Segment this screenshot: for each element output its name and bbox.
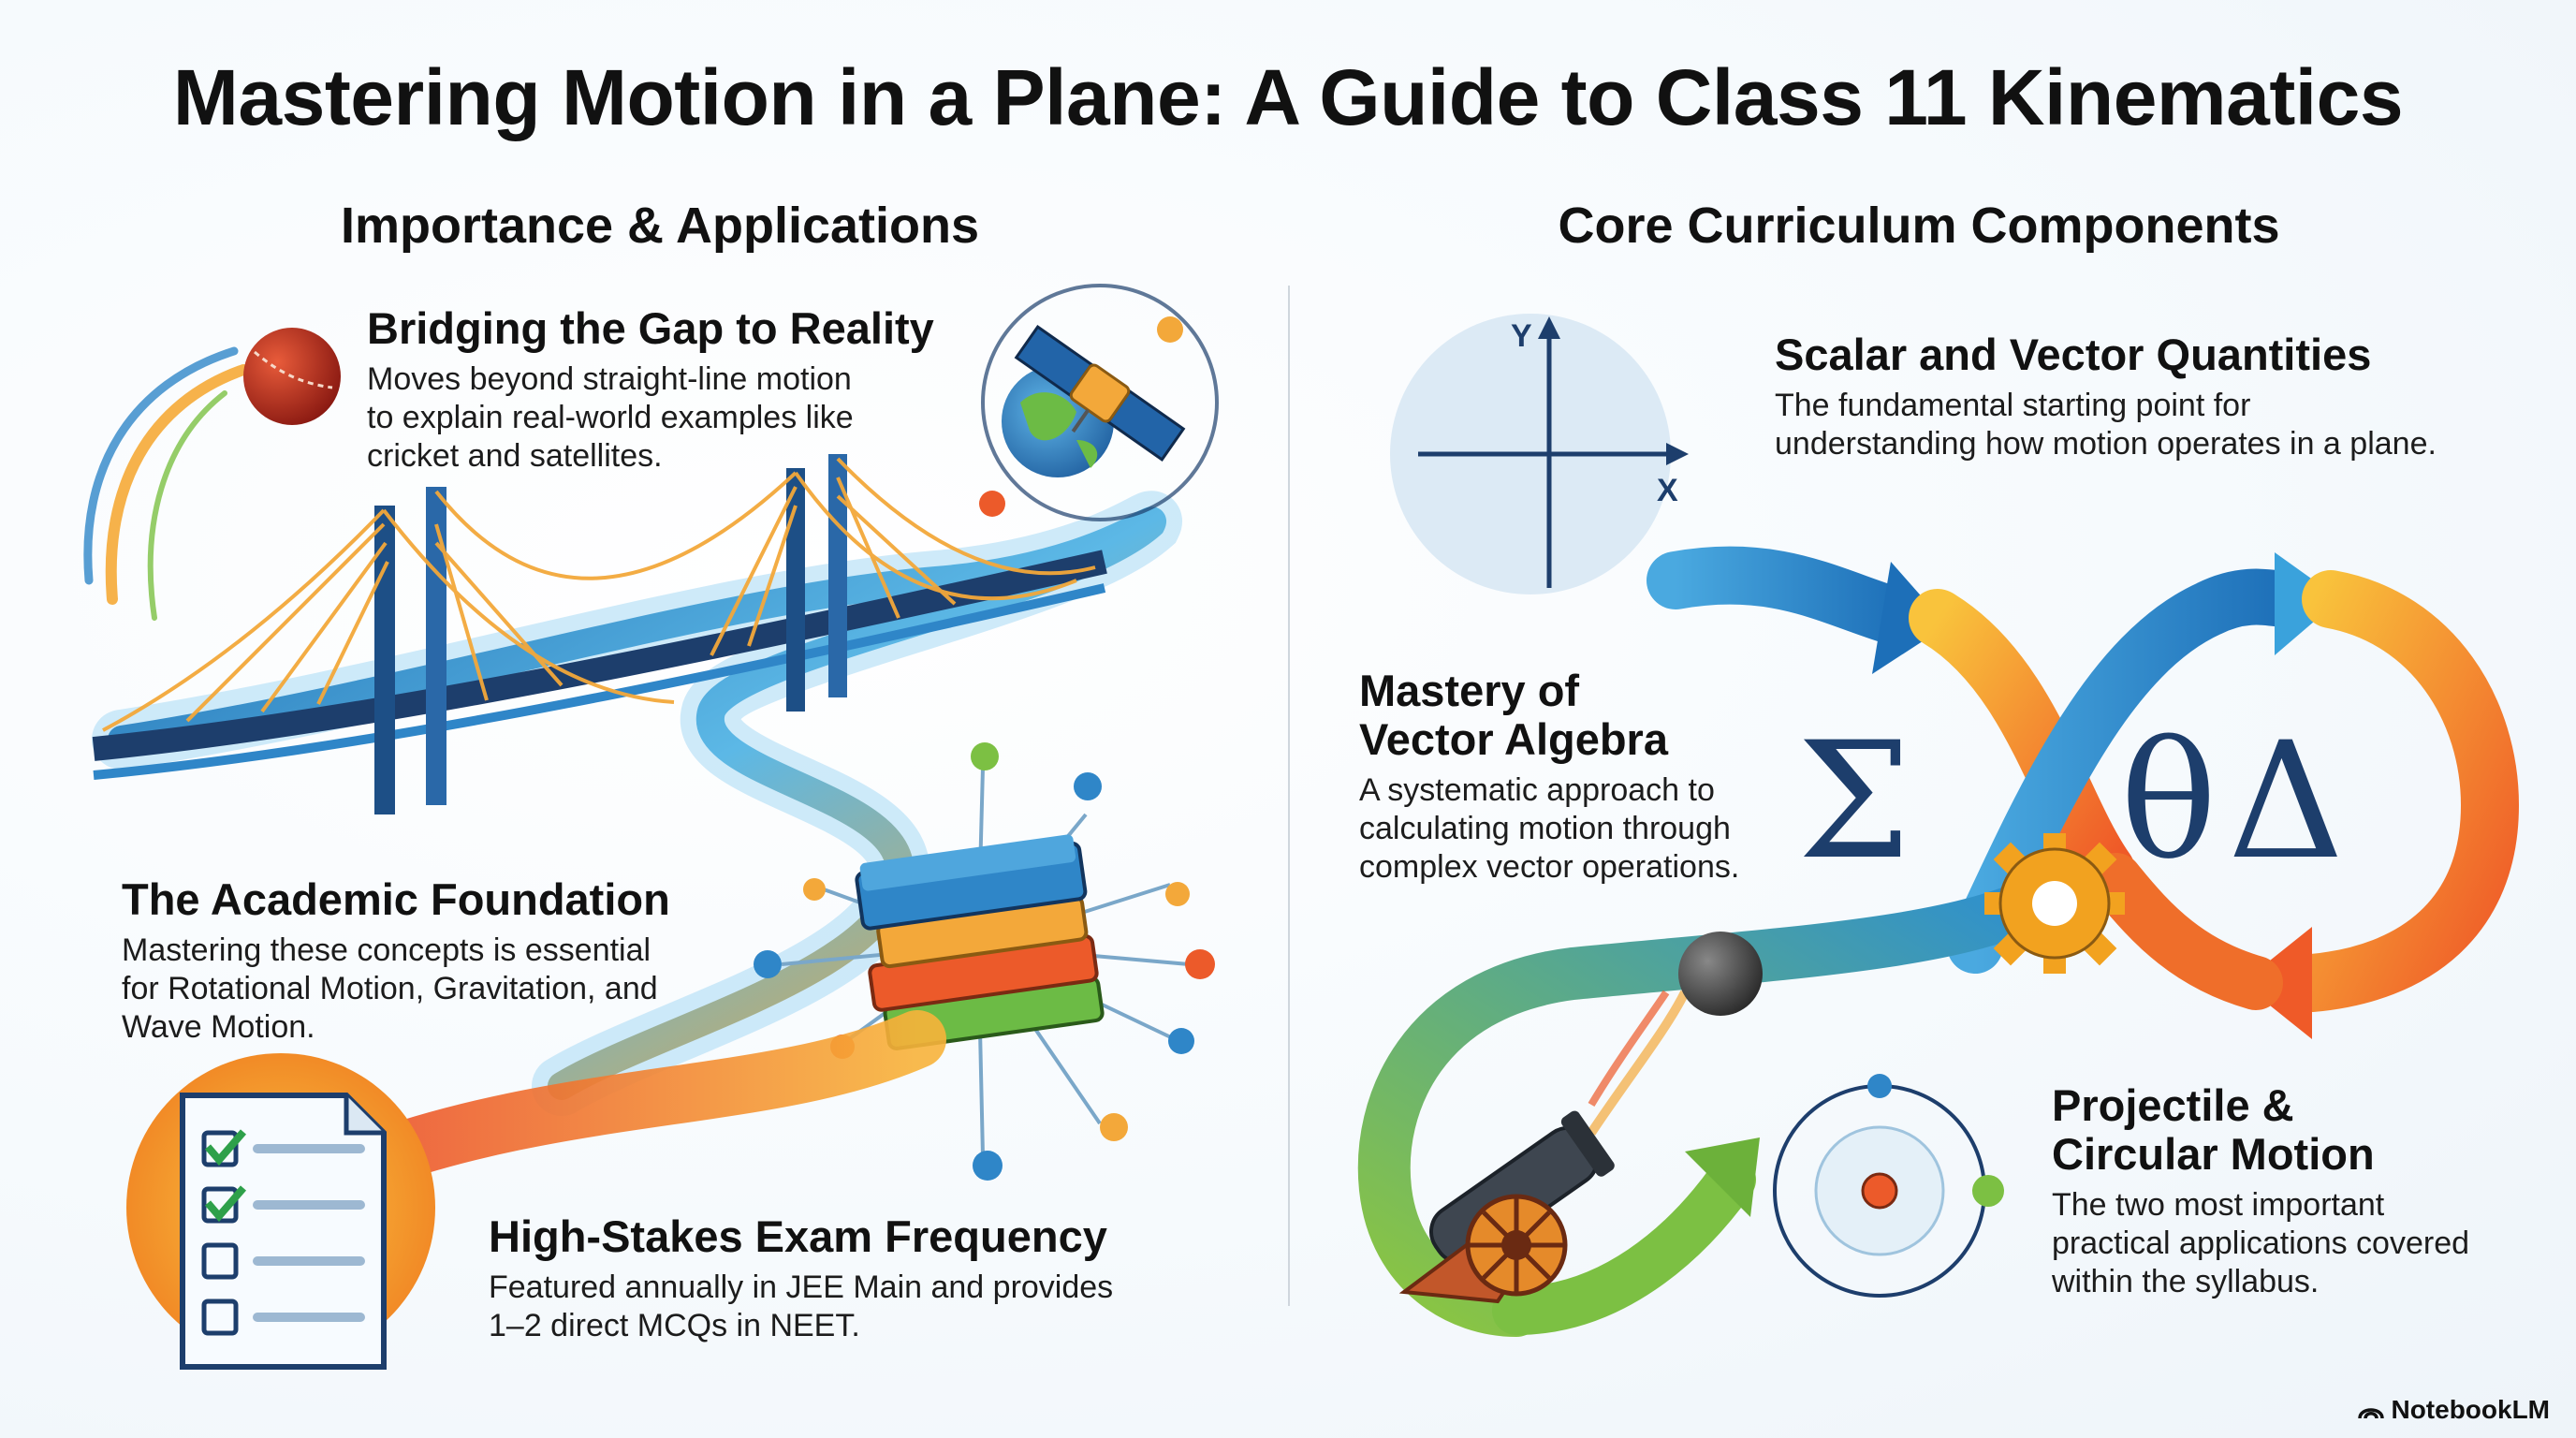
title-line: Projectile & (2052, 1080, 2294, 1130)
trajectory-swoosh-icon (83, 346, 249, 621)
item-description: A systematic approach to calculating mot… (1359, 771, 1846, 887)
x-axis-label: X (1657, 473, 1678, 508)
item-projectile-circular: Projectile & Circular Motion The two mos… (2052, 1081, 2539, 1301)
satellite-earth-icon (979, 284, 1219, 521)
cannon-icon (1398, 932, 1763, 1304)
notebooklm-watermark: NotebookLM (2357, 1395, 2550, 1425)
desc-line: calculating motion through (1359, 811, 1731, 846)
desc-line: practical applications covered (2052, 1225, 2470, 1261)
infinity-arrows-icon (1357, 546, 2520, 1337)
desc-line: Featured annually in JEE Main and provid… (489, 1269, 1114, 1305)
path-ribbon-icon (317, 1010, 946, 1199)
desc-line: complex vector operations. (1359, 849, 1740, 885)
desc-line: for Rotational Motion, Gravitation, and (122, 971, 658, 1006)
circular-motion-icon (1773, 1074, 2004, 1298)
item-description: Featured annually in JEE Main and provid… (489, 1269, 1219, 1345)
left-section-heading: Importance & Applications (340, 198, 980, 254)
item-bridging-gap: Bridging the Gap to Reality Moves beyond… (367, 304, 947, 476)
item-title: Bridging the Gap to Reality (367, 303, 934, 353)
item-exam-frequency: High-Stakes Exam Frequency Featured annu… (489, 1212, 1219, 1345)
notebooklm-logo-icon (2358, 1408, 2385, 1419)
cricket-ball-icon (243, 328, 341, 425)
axes-icon: Y X (1390, 314, 1689, 594)
desc-line: The two most important (2052, 1187, 2385, 1223)
desc-line: cricket and satellites. (367, 438, 663, 474)
item-academic-foundation: The Academic Foundation Mastering these … (122, 875, 796, 1047)
desc-line: to explain real-world examples like (367, 400, 854, 435)
item-title: The Academic Foundation (122, 874, 670, 924)
item-title: High-Stakes Exam Frequency (489, 1211, 1107, 1261)
desc-line: A systematic approach to (1359, 772, 1715, 808)
delta-symbol: Δ (2228, 707, 2344, 895)
theta-symbol: θ (2120, 707, 2217, 895)
desc-line: Moves beyond straight-line motion (367, 361, 852, 397)
item-title: Projectile & Circular Motion (2052, 1081, 2539, 1179)
desc-line: Wave Motion. (122, 1009, 315, 1045)
item-description: Mastering these concepts is essential fo… (122, 932, 796, 1047)
item-vector-algebra: Mastery of Vector Algebra A systematic a… (1359, 667, 1846, 887)
desc-line: 1–2 direct MCQs in NEET. (489, 1308, 860, 1343)
checklist-icon (126, 1053, 435, 1370)
item-description: Moves beyond straight-line motion to exp… (367, 360, 947, 476)
page-title: Mastering Motion in a Plane: A Guide to … (172, 53, 2404, 141)
right-section-heading: Core Curriculum Components (1558, 198, 2280, 254)
title-line: Circular Motion (2052, 1129, 2375, 1179)
item-description: The fundamental starting point for under… (1775, 387, 2542, 463)
desc-line: understanding how motion operates in a p… (1775, 426, 2437, 462)
desc-line: within the syllabus. (2052, 1264, 2320, 1299)
item-description: The two most important practical applica… (2052, 1186, 2539, 1301)
desc-line: Mastering these concepts is essential (122, 932, 651, 968)
section-divider (1288, 286, 1290, 1306)
y-axis-label: Y (1511, 318, 1532, 354)
title-line: Mastery of (1359, 666, 1580, 715)
sigma-symbol: Σ (1797, 707, 1911, 895)
item-title: Mastery of Vector Algebra (1359, 667, 1846, 764)
title-line: Vector Algebra (1359, 714, 1668, 764)
footer-brand: NotebookLM (2391, 1395, 2550, 1424)
item-title: Scalar and Vector Quantities (1775, 330, 2372, 379)
books-stack-icon (754, 742, 1215, 1181)
item-scalar-vector: Scalar and Vector Quantities The fundame… (1775, 330, 2542, 463)
desc-line: The fundamental starting point for (1775, 388, 2251, 423)
